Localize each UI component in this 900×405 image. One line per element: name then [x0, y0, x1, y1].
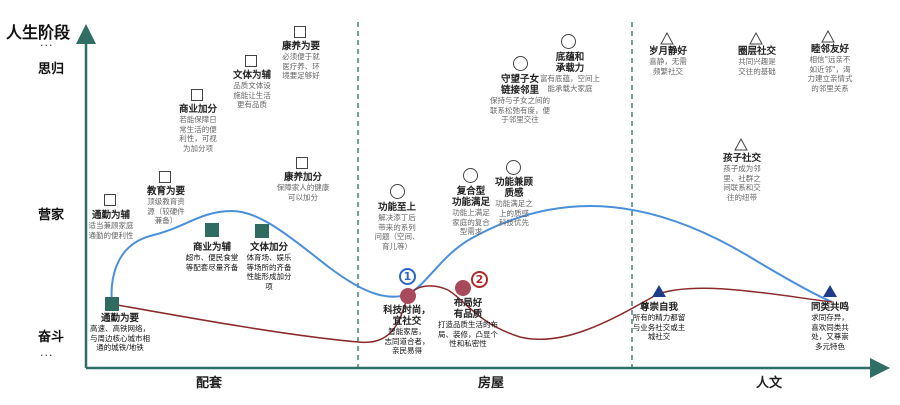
label-culture-plus: 文体加分 体育场、娱乐 等场所的齐备 性能形成加分 项 — [246, 242, 292, 291]
triangle-icon — [660, 31, 674, 45]
y-axis-title: 人生阶段 — [6, 23, 71, 42]
level-striving: 奋斗 — [38, 330, 65, 345]
annotation-heritage-capacity: 底蕴和 承载力 富有底蕴，空间上 能承载大家庭 — [540, 52, 600, 93]
square-icon — [191, 89, 203, 101]
annotation-function-first: 功能至上 解决添丁后 带来的系列 问题（空间、 育儿等） — [374, 202, 420, 251]
annotation-watch-children: 守望子女 链接邻里 保持与子女之间的 联系松弛有度，便 于邻里交往 — [490, 74, 550, 124]
square-icon — [294, 26, 306, 38]
annotation-function-quality: 功能兼顾 质感 功能满足之 上的质感 科技优先 — [494, 177, 533, 227]
annotation-commute-aux: 通勤为辅 适当兼顾家庭 通勤的便利性 — [88, 210, 134, 240]
triangle-icon — [734, 137, 748, 151]
marker-commerce — [205, 223, 219, 237]
annotation-children-social: 孩子社交 孩子成为邻 里、社群之 间联系和交 往的纽带 — [722, 153, 761, 202]
circle-icon — [506, 160, 521, 175]
annotation-composite-function: 复合型 功能满足 功能上满足 家庭的复合 型需求 — [451, 186, 490, 236]
label-commerce-aux: 商业为辅 超市、便民食堂 等配套尽量齐备 — [185, 242, 239, 272]
annotation-quiet-years: 岁月静好 喜静，无需 频繁社交 — [648, 46, 687, 76]
circle-icon — [390, 184, 405, 199]
section-culture: 人文 — [756, 376, 783, 391]
badge-one: 1 — [399, 268, 416, 285]
level-family: 营家 — [38, 208, 65, 223]
square-icon — [296, 157, 308, 169]
annotation-circle-social: 圈层社交 共同兴趣是 交往的基础 — [737, 46, 776, 76]
label-self-respect: 尊崇自我 所有的精力都留 与业务社交或主 城社交 — [632, 302, 686, 341]
y-axis-top-ellipsis: ... — [40, 36, 54, 49]
square-icon — [104, 194, 116, 206]
triangle-icon — [749, 31, 763, 45]
label-peer-resonance: 同类共鸣 求同存异， 喜欢同类共 处，又尊崇 多元特色 — [810, 302, 849, 351]
badge-two: 2 — [471, 271, 488, 288]
red-curve — [111, 285, 833, 344]
square-icon — [245, 55, 257, 67]
annotation-commerce-plus: 商业加分 若能保障日 常生活的便 利性，可视 为加分项 — [178, 104, 217, 153]
marker-peer-resonance — [823, 285, 837, 297]
marker-culture-sports — [255, 224, 269, 238]
circle-icon — [561, 34, 576, 49]
label-commute-key: 通勤为要 高速、高铁网络， 与周边核心城市相 通的城铁/地铁 — [90, 313, 150, 352]
label-tech-social: 科技时尚， 宜社交 智能家居， 志同道合者， 亲民易得 — [383, 305, 431, 355]
level-nostalgia: 思归 — [38, 62, 65, 77]
y-axis-bottom-ellipsis: ... — [40, 346, 54, 359]
annotation-culture-aux: 文体为辅 品质文体设 施能让生活 更有品质 — [232, 70, 271, 109]
marker-commute — [105, 297, 119, 311]
annotation-wellness-plus: 康养加分 保障家人的健康 可以加分 — [276, 172, 330, 202]
square-icon — [159, 171, 171, 183]
annotation-neighborly: 睦邻友好 相信"远亲不 如近邻"，渴 力建立亲情式 的邻里关系 — [807, 44, 853, 93]
circle-icon — [513, 56, 528, 71]
label-quality-layout: 布局好 有品质 打造品质生活的布 局、装修，凸显个 性和私密性 — [438, 298, 498, 348]
section-housing: 房屋 — [478, 376, 505, 391]
annotation-wellness-key: 康养为要 必须便于就 医疗养、环 境要足够好 — [281, 41, 320, 80]
marker-tech-social — [400, 288, 416, 304]
triangle-icon — [821, 29, 835, 43]
circle-icon — [463, 168, 478, 183]
marker-self-respect — [652, 285, 666, 297]
annotation-education: 教育为要 顶级教育资 源（较硬件 兼备） — [146, 186, 185, 225]
section-amenities: 配套 — [196, 376, 223, 391]
marker-quality-layout — [455, 280, 471, 296]
